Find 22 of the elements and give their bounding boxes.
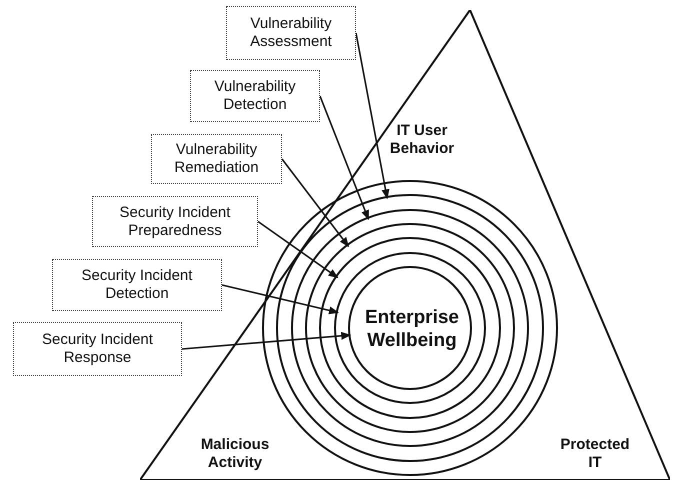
ring bbox=[305, 223, 515, 433]
label-box: Vulnerability Remediation bbox=[151, 134, 282, 184]
leader-arrow bbox=[182, 332, 352, 350]
label-box: Security Incident Detection bbox=[52, 259, 222, 311]
leader-arrow bbox=[258, 220, 338, 278]
label-box: Vulnerability Detection bbox=[190, 70, 320, 122]
label-box: Vulnerability Assessment bbox=[226, 6, 356, 60]
region-label: Protected IT bbox=[560, 436, 630, 472]
ring bbox=[319, 237, 501, 419]
ring bbox=[276, 194, 544, 462]
leader-arrow bbox=[319, 96, 370, 220]
center-label: Enterprise Wellbeing bbox=[364, 306, 460, 352]
region-label: IT User Behavior bbox=[388, 122, 456, 158]
region-label: Malicious Activity bbox=[200, 436, 270, 472]
leader-arrow bbox=[355, 32, 390, 200]
ring bbox=[291, 209, 529, 447]
label-box: Security Incident Preparedness bbox=[92, 196, 258, 247]
ring bbox=[334, 252, 486, 404]
leader-arrow bbox=[281, 158, 350, 248]
leader-arrow bbox=[222, 284, 340, 314]
center-circle bbox=[348, 266, 472, 390]
label-box: Security Incident Response bbox=[13, 322, 182, 376]
